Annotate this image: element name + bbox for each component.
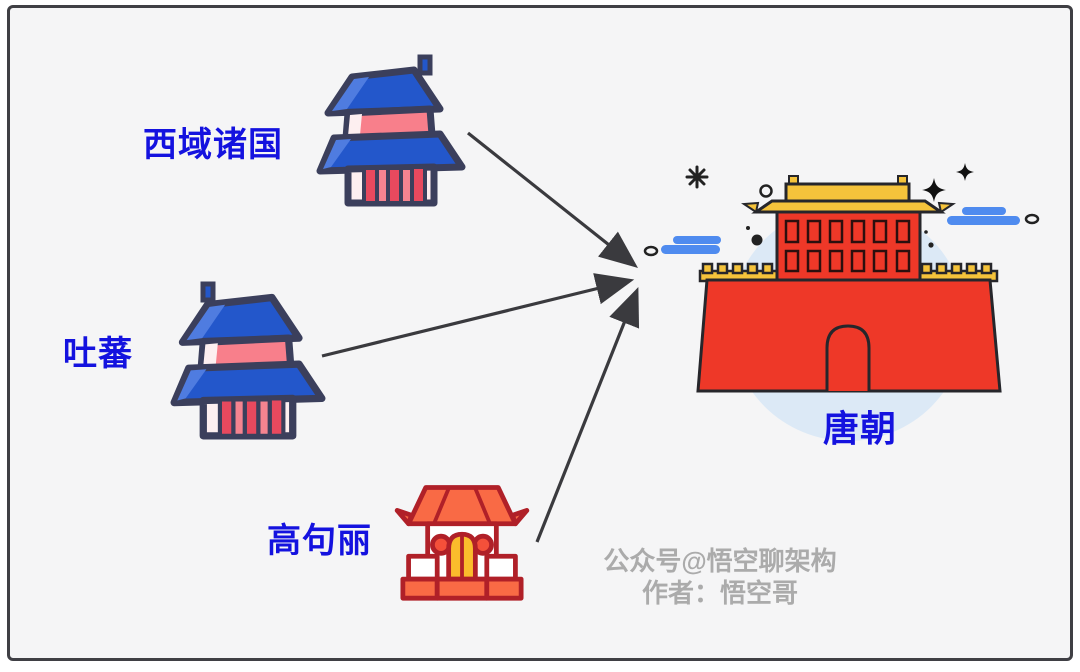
pagoda-icon-tubo	[174, 281, 322, 436]
battlement-left	[698, 262, 779, 283]
node-label-goguryeo: 高句丽	[267, 522, 372, 560]
watermark-line1: 公众号@悟空聊架构	[603, 546, 837, 576]
city-gate-icon-tang	[643, 163, 1040, 441]
shrine-icon-goguryeo	[397, 488, 527, 599]
node-label-western-regions: 西域诸国	[143, 126, 283, 164]
oval-doodle-icon	[643, 245, 659, 257]
cloud-right-icon	[947, 207, 1020, 225]
dot-icon	[928, 242, 934, 248]
watermark: 公众号@悟空聊架构 作者：悟空哥	[585, 545, 855, 609]
gate-tower	[741, 175, 956, 282]
dot-icon	[746, 226, 750, 230]
tower-windows	[784, 219, 911, 273]
dot-icon	[924, 230, 928, 234]
dot-icon	[751, 234, 763, 246]
sparkle-asterisk-icon	[685, 165, 709, 189]
gate-wall	[696, 278, 1002, 393]
sparkle-diamond-icon	[922, 178, 946, 202]
cloud-left-icon	[661, 236, 721, 254]
arrow-western-regions-to-tang	[467, 131, 639, 268]
arrow-tubo-to-tang	[321, 273, 635, 358]
oval-doodle-icon	[1024, 213, 1040, 225]
gate-door-arch	[825, 324, 871, 391]
sparkle-diamond-icon	[956, 163, 974, 181]
node-label-tang-dynasty: 唐朝	[823, 408, 898, 449]
battlement-right	[918, 262, 999, 283]
circle-doodle-icon	[759, 184, 773, 198]
gate-roof	[741, 175, 956, 214]
edges	[321, 131, 640, 543]
arrow-goguryeo-to-tang	[535, 287, 640, 543]
node-label-tubo: 吐蕃	[63, 335, 133, 373]
watermark-line2: 作者：悟空哥	[641, 578, 798, 608]
pagoda-icon-western-regions	[320, 54, 462, 203]
